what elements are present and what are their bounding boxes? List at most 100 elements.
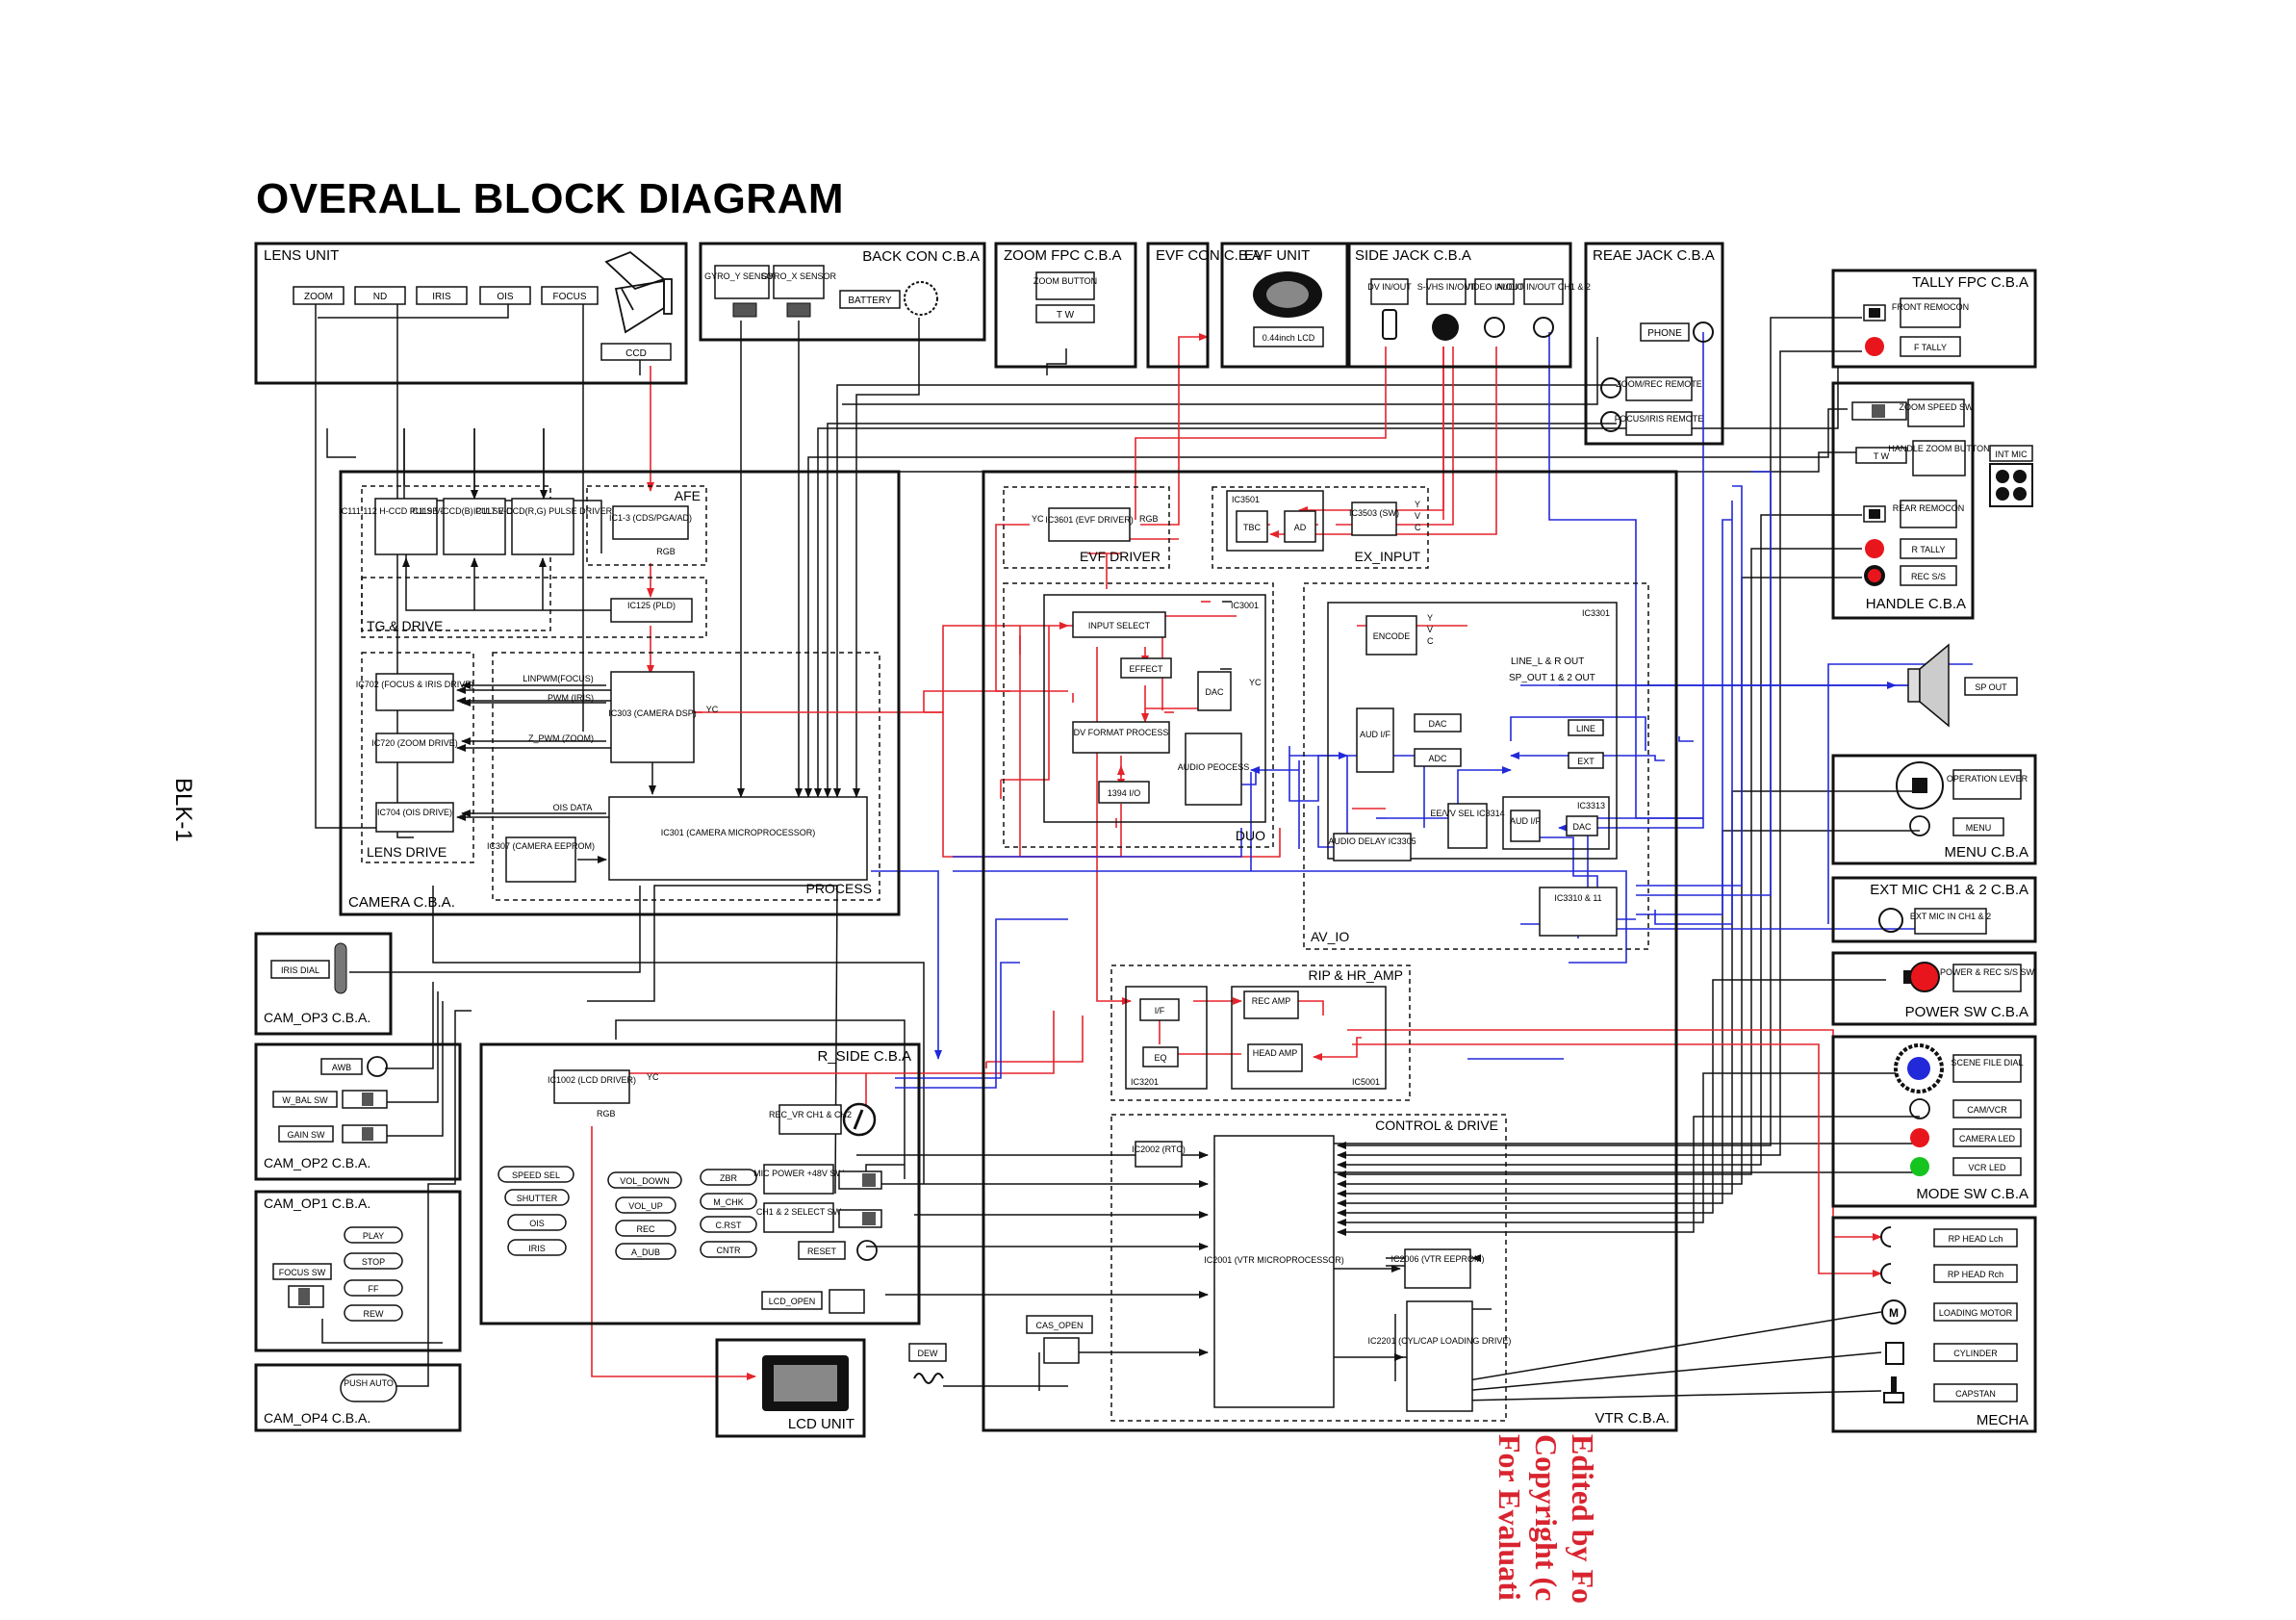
ic2001-label: IC2001 (VTR MICROPROCESSOR): [1204, 1255, 1344, 1265]
awb-button-icon: [367, 1056, 388, 1077]
iris-dial-label: IRIS DIAL: [281, 965, 319, 975]
sp-out-label: SP OUT: [1975, 682, 2007, 692]
rp-head-rch-icon: [1880, 1263, 1892, 1284]
reae-jack-board: REAE JACK C.B.A PHONE ZOOM/REC REMOTE FO…: [1584, 242, 1724, 446]
tally-fpc-board: TALLY FPC C.B.A FRONT REMOCON F TALLY: [1831, 269, 2037, 369]
ext-mic-board: EXT MIC CH1 & 2 C.B.A EXT MIC IN CH1 & 2: [1831, 876, 2037, 943]
gyro-x-label: GYRO_X SENSOR: [761, 271, 837, 281]
cam-op4-board: CAM_OP4 C.B.A. PUSH AUTO: [254, 1363, 462, 1432]
line-lr-label: LINE_L & R OUT: [1511, 656, 1584, 667]
ccd-label: CCD: [625, 348, 647, 359]
front-remocon-label: FRONT REMOCON: [1892, 302, 1969, 312]
pwm-iris-label: PWM (IRIS): [548, 693, 594, 703]
duo-section-label: DUO: [1236, 828, 1265, 843]
cas-open-switch-icon: [1043, 1337, 1080, 1364]
battery-icon: [904, 281, 938, 316]
rec-vr-label: REC_VR CH1 & CH2: [769, 1110, 852, 1119]
lens-zoom-label: ZOOM: [304, 292, 333, 302]
evf-rgb-label: RGB: [1139, 514, 1159, 524]
side-jack-board: SIDE JACK C.B.A DV IN/OUT S-VHS IN/OUT V…: [1347, 242, 1591, 369]
ois-data-label: OIS DATA: [553, 803, 593, 812]
vol-down-label: VOL_DOWN: [620, 1176, 670, 1186]
vtr-board: VTR C.B.A. EVF DRIVER IC3601 (EVF DRIVER…: [982, 470, 1678, 1432]
enc-c-label: C: [1427, 636, 1434, 646]
m-chk-label: M_CHK: [713, 1197, 744, 1207]
vol-up-label: VOL_UP: [628, 1201, 663, 1211]
audio-jack-icon: [1533, 317, 1554, 338]
video-jack-icon: [1484, 317, 1505, 338]
adc-label: ADC: [1428, 754, 1447, 763]
evf-yc-label: YC: [1032, 514, 1044, 524]
rside-yc-label: YC: [647, 1072, 659, 1082]
r-tally-led-icon: [1865, 539, 1884, 558]
camera-title: CAMERA C.B.A.: [348, 894, 455, 911]
copyright-watermark: Edited by Fo Copyright (c For Evaluati: [1472, 1434, 1597, 1620]
eq-label: EQ: [1154, 1053, 1166, 1063]
head-amp-label: HEAD AMP: [1253, 1048, 1298, 1058]
capstan-icon: [1891, 1376, 1897, 1394]
mode-sw-title: MODE SW C.B.A: [1916, 1186, 2028, 1202]
cam-vcr-button-icon: [1909, 1098, 1930, 1119]
reset-label: RESET: [807, 1247, 837, 1256]
shutter-label: SHUTTER: [517, 1194, 558, 1203]
ch12-label: CH1 & 2 SELECT SW: [756, 1207, 842, 1217]
capstan-label: CAPSTAN: [1955, 1389, 1996, 1399]
ic3503-label: IC3503 (SW): [1349, 508, 1399, 518]
duo-dac-label: DAC: [1205, 687, 1224, 697]
sp-out12-label: SP_OUT 1 & 2 OUT: [1509, 673, 1595, 683]
camera-board: CAMERA C.B.A. TG & DRIVE AFE IC111,112 H…: [339, 428, 901, 916]
ic307-label: IC307 (CAMERA EEPROM): [487, 841, 595, 851]
if-label: I/F: [1155, 1006, 1165, 1016]
phone-jack-icon: [1693, 321, 1714, 343]
enc-v-label: V: [1427, 625, 1433, 634]
rec-label: REC: [636, 1224, 655, 1234]
line-label: LINE: [1576, 724, 1595, 733]
vtr-title: VTR C.B.A.: [1594, 1410, 1670, 1427]
back-con-board: BACK CON C.B.A GYRO_Y SENSOR GYRO_X SENS…: [699, 242, 986, 342]
xlr-jack-icon: [1878, 908, 1903, 933]
ic720-label: IC720 (ZOOM DRIVE): [371, 738, 458, 748]
ex-y-label: Y: [1415, 500, 1420, 509]
cam-op3-board: CAM_OP3 C.B.A. IRIS DIAL: [254, 932, 393, 1036]
focus-sw-label: FOCUS SW: [279, 1268, 326, 1277]
lcd-unit-board: LCD UNIT: [715, 1338, 866, 1438]
handle-board: HANDLE C.B.A ZOOM SPEED SW T W HANDLE ZO…: [1831, 381, 2033, 620]
camera-yc-label: YC: [706, 705, 719, 714]
audio-delay-label: AUDIO DELAY IC3305: [1328, 836, 1416, 846]
camera-led-label: CAMERA LED: [1959, 1134, 2016, 1144]
loading-motor-icon: [1881, 1299, 1906, 1324]
zbr-label: ZBR: [720, 1173, 738, 1183]
zoom-button-label: ZOOM BUTTON: [1033, 276, 1097, 286]
back-con-title: BACK CON C.B.A: [862, 248, 980, 265]
z-pwm-label: Z_PWM (ZOOM): [528, 733, 594, 743]
gyro-y-label: GYRO_Y SENSOR: [704, 271, 779, 281]
svhs-label: S-VHS IN/OUT: [1417, 282, 1476, 292]
ic3501-label: IC3501: [1232, 495, 1260, 504]
push-auto-label: PUSH AUTO: [344, 1378, 394, 1388]
ext-mic-title: EXT MIC CH1 & 2 C.B.A: [1870, 882, 2028, 898]
side-jack-title: SIDE JACK C.B.A: [1355, 247, 1471, 264]
lcd-unit-title: LCD UNIT: [788, 1416, 855, 1432]
audio-process-label: AUDIO PEOCESS: [1178, 762, 1250, 772]
ic3301-label: IC3301: [1582, 608, 1610, 618]
ic125-label: IC125 (PLD): [627, 601, 676, 610]
menu-label: MENU: [1966, 823, 1992, 833]
play-label: PLAY: [363, 1231, 384, 1241]
reae-jack-title: REAE JACK C.B.A: [1593, 247, 1715, 264]
lens-unit-board: LENS UNIT ZOOM ND IRIS OIS FOCUS CCD: [254, 242, 688, 385]
menu-title: MENU C.B.A: [1944, 844, 2028, 861]
cam-op1-board: CAM_OP1 C.B.A. PLAY STOP FF REW FOCUS SW: [254, 1190, 462, 1352]
ic301-label: IC301 (CAMERA MICROPROCESSOR): [661, 828, 816, 837]
evf-unit-title: EVF UNIT: [1244, 247, 1310, 264]
enc-y-label: Y: [1427, 613, 1433, 623]
zoom-rec-label: ZOOM/REC REMOTE: [1616, 379, 1702, 389]
r-tally-label: R TALLY: [1911, 545, 1945, 554]
ic13-label: IC1-3 (CDS/PGA/AD): [609, 513, 692, 523]
awb-label: AWB: [332, 1063, 351, 1072]
watermark-line-2: Copyright (c: [1529, 1434, 1564, 1602]
handle-tw-label: T W: [1874, 451, 1890, 461]
svg-text:M: M: [1889, 1306, 1899, 1320]
cam-op4-title: CAM_OP4 C.B.A.: [264, 1410, 370, 1426]
focus-iris-label: FOCUS/IRIS REMOTE: [1615, 414, 1704, 424]
prism-icon: [604, 250, 673, 334]
